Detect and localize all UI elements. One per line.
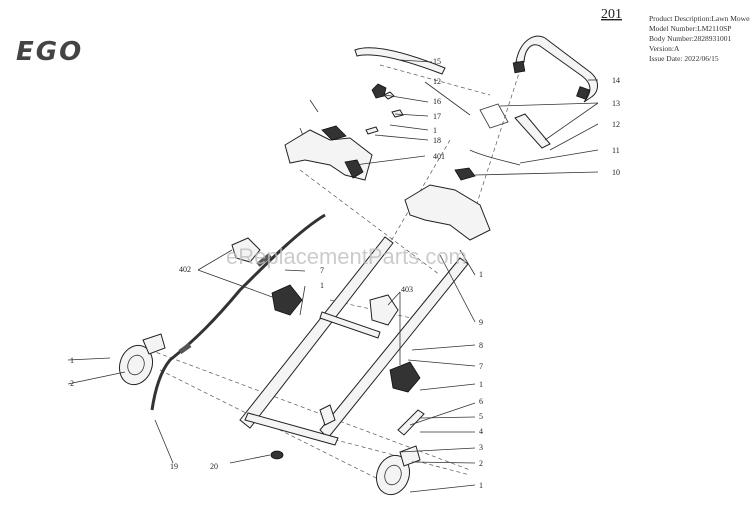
callout-13: 13 xyxy=(612,99,620,108)
upper-handle-mount-part xyxy=(404,103,551,241)
callout-1: 1 xyxy=(320,281,324,290)
callout-12: 12 xyxy=(433,77,441,86)
callout-5: 5 xyxy=(479,412,483,421)
callout-15: 15 xyxy=(433,57,441,66)
callout-19: 19 xyxy=(170,462,178,471)
issue-date: Issue Date: 2022/06/15 xyxy=(649,54,719,63)
small-hardware-parts xyxy=(299,83,404,139)
callout-labels: 15 12 16 17 1 18 401 14 13 12 11 10 402 … xyxy=(70,57,620,490)
left-pivot-housing-part xyxy=(231,237,303,316)
callout-403: 403 xyxy=(401,285,413,294)
callout-2: 2 xyxy=(70,379,74,388)
callout-17: 17 xyxy=(433,112,441,121)
callout-401: 401 xyxy=(433,152,445,161)
callout-10: 10 xyxy=(612,168,620,177)
body-number: Body Number:2828931001 xyxy=(649,34,732,43)
left-wheel-cap-part xyxy=(118,333,166,386)
callout-402: 402 xyxy=(179,265,191,274)
callout-2: 2 xyxy=(479,459,483,468)
callout-1: 1 xyxy=(479,270,483,279)
callout-1: 1 xyxy=(70,356,74,365)
handle-top-part xyxy=(512,35,598,103)
callout-18: 18 xyxy=(433,136,441,145)
right-handle-tube xyxy=(319,257,469,439)
right-pivot-housing-part xyxy=(369,294,421,393)
leader-lines xyxy=(67,59,599,493)
callout-7: 7 xyxy=(320,266,324,275)
cross-bar xyxy=(244,311,381,446)
callout-1: 1 xyxy=(433,126,437,135)
callout-16: 16 xyxy=(433,97,441,106)
model-number: Model Number:LM2110SP xyxy=(649,24,731,33)
callout-1: 1 xyxy=(479,481,483,490)
callout-12: 12 xyxy=(612,120,620,129)
page-number: 201 xyxy=(601,7,622,22)
callout-1: 1 xyxy=(479,380,483,389)
callout-4: 4 xyxy=(479,427,483,436)
callout-3: 3 xyxy=(479,443,483,452)
handle-pad-part xyxy=(354,47,446,75)
brand-logo-text: EGO xyxy=(16,37,83,67)
callout-11: 11 xyxy=(612,146,620,155)
callout-8: 8 xyxy=(479,341,483,350)
version: Version:A xyxy=(649,44,680,53)
cable-assembly-part xyxy=(150,213,326,411)
right-wheel-cap-part xyxy=(375,445,421,496)
knob-part xyxy=(270,450,284,460)
callout-20: 20 xyxy=(210,462,218,471)
product-description: Product Description:Lawn Mower xyxy=(649,14,750,23)
callout-7: 7 xyxy=(479,362,483,371)
callout-14: 14 xyxy=(612,76,620,85)
callout-9: 9 xyxy=(479,318,483,327)
left-handle-tube xyxy=(239,236,394,429)
callout-6: 6 xyxy=(479,397,483,406)
ego-logo: EGO xyxy=(16,37,83,67)
height-adjust-lever-part xyxy=(319,404,425,436)
watermark: eReplacementParts.com xyxy=(226,244,467,269)
console-bracket-part xyxy=(284,125,373,181)
